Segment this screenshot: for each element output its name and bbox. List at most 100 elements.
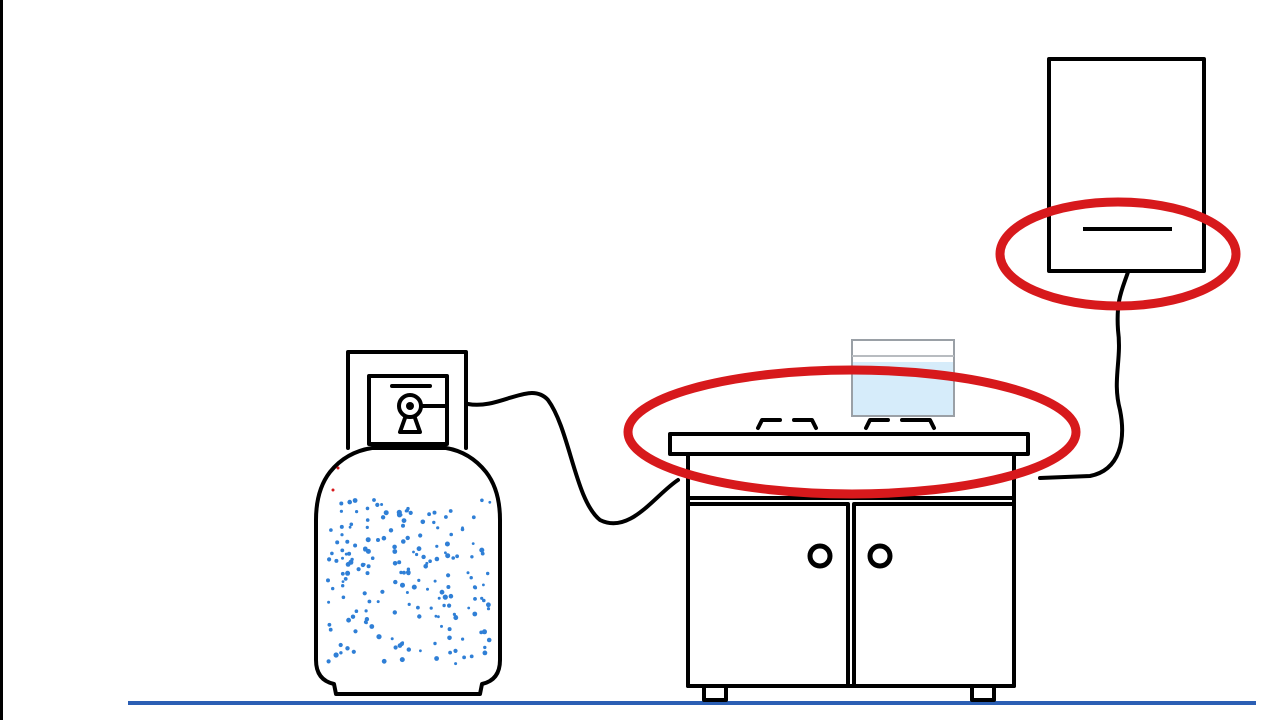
gas-particle [328,627,333,632]
gas-particle [467,606,471,610]
gas-particle [453,648,458,654]
gas-particle [351,649,356,654]
gas-particle [432,520,436,525]
gas-particle [434,556,440,562]
gas-particle [380,589,385,594]
gas-particle [486,637,492,643]
gas-particle [421,554,426,560]
gas-particle [434,614,438,618]
gas-particle [486,602,491,608]
gas-particle [381,658,387,664]
gas-particle [420,519,426,525]
gas-particle [401,523,405,528]
gas-particle [381,535,387,541]
gas-particle [486,607,491,611]
gas-particle [453,615,459,621]
cabinet-door-right [852,502,1016,688]
gas-particle [401,641,405,645]
gas-particle [483,645,487,650]
gas-particle [448,650,452,655]
red-speck [331,488,335,492]
gas-particle [406,647,411,652]
gas-particle [448,509,453,513]
gas-particle [380,515,386,520]
gas-particle [444,551,447,555]
gas-particle [388,528,394,533]
cabinet-foot-right [970,684,996,702]
gas-particle [452,612,456,617]
gas-particle [416,605,420,610]
gas-particle [401,518,407,523]
gas-particle [341,556,344,560]
gas-particle [482,598,486,603]
cabinet-door-left [686,502,850,688]
gas-particle [482,629,487,635]
gas-particle [402,570,406,575]
gas-particle [445,553,451,559]
gas-particle [405,591,409,594]
gas-particle [399,570,403,575]
gas-particle [435,544,439,548]
gas-particle [460,527,465,532]
gas-particle [436,526,440,530]
gas-particle [347,499,353,505]
gas-particle [345,570,351,576]
gas-particle [327,600,331,604]
gas-particle [340,533,344,537]
gas-particle [365,518,370,522]
gas-particles [326,498,492,666]
gas-particle [425,561,429,565]
cylinder-valve-window [367,374,449,446]
gas-particle [393,645,398,650]
gas-particle [327,557,332,562]
gas-particle [326,578,330,583]
knob-right [867,543,893,569]
red-speck [336,466,340,470]
gas-particle [330,551,334,556]
gas-particle [355,510,359,514]
gas-particle [396,509,402,515]
valve-icon [390,384,448,434]
gas-particle [397,560,402,565]
gas-particle [392,561,398,566]
gas-particle [455,554,459,559]
gas-particle [339,501,344,506]
gas-particle [449,532,454,537]
gas-particle [444,541,450,547]
gas-particle [461,637,465,641]
gas-particle [488,500,492,504]
gas-particle [376,538,380,542]
gas-particle [331,586,335,591]
gas-particle [341,595,346,600]
gas-particle [454,662,458,666]
gas-particle [376,634,382,640]
highlight-ring-stove [623,365,1081,499]
gas-particle [446,585,451,589]
gas-particle [365,537,371,543]
gas-particle [428,559,432,563]
gas-particle [473,597,477,601]
cabinet-body [686,496,1016,688]
gas-particle [417,578,421,583]
gas-particle [433,641,437,646]
gas-particle [405,535,410,541]
gas-particle [344,552,348,556]
gas-particle [418,533,423,538]
gas-particle [440,624,443,628]
gas-particle [353,543,358,548]
gas-particle [466,571,470,575]
gas-particle [341,584,345,588]
gas-particle [335,540,340,545]
gas-particle [401,539,406,544]
gas-particle [471,542,475,545]
gas-particle [482,583,485,587]
gas-particle [352,498,358,503]
gas-particle [447,635,452,641]
gas-particle [429,606,433,610]
gas-particle [473,586,478,590]
gas-particle [341,580,345,583]
gas-particle [426,587,429,591]
gas-particle [407,602,411,607]
burner-right [864,418,936,430]
